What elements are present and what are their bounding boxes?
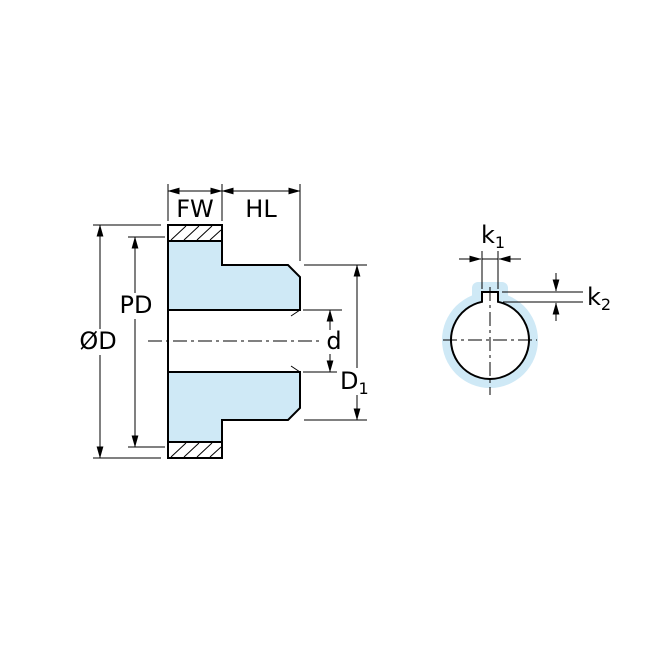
face-width-label: FW xyxy=(176,195,214,223)
gear-lower-body xyxy=(167,371,301,443)
keyway-width-label: k1 xyxy=(481,221,505,252)
hub-diameter-label: D1 xyxy=(340,367,369,398)
keyway-depth-dimension: k2 xyxy=(502,273,617,321)
hub-length-label: HL xyxy=(245,195,277,223)
bore-label-bg xyxy=(323,330,346,354)
bore-extension-lines xyxy=(303,309,342,373)
pitch-diameter-label: PD xyxy=(120,291,153,319)
tooth-section-bottom xyxy=(167,441,223,459)
hub-dimension: D1 xyxy=(304,264,375,421)
tooth-section-top xyxy=(167,224,223,242)
bore-diameter-label: d xyxy=(326,327,341,355)
bore-chamfer-ticks xyxy=(290,309,301,373)
od-dimension: ØD xyxy=(77,224,161,459)
hub-label-bg xyxy=(337,368,375,395)
od-label-bg xyxy=(77,329,119,355)
keyway-width-dimension: k1 xyxy=(459,221,521,289)
keyway-depth-label: k2 xyxy=(587,283,611,314)
pd-extension-lines xyxy=(128,236,165,448)
outside-diameter-label: ØD xyxy=(79,327,116,355)
bore-dimension: d xyxy=(303,309,346,373)
bore-with-keyway xyxy=(450,291,530,380)
pd-label-bg xyxy=(118,293,155,319)
od-extension-lines xyxy=(93,224,161,459)
k1-extension-lines xyxy=(481,251,499,289)
tooth-hatch-bottom xyxy=(170,442,222,458)
section-view: FW HL ØD PD d D1 xyxy=(77,184,375,459)
gear-upper-body xyxy=(167,240,301,311)
k2-label-bg xyxy=(583,283,617,311)
pd-dimension: PD xyxy=(118,236,165,448)
fw-hl-dimension: FW HL xyxy=(167,184,301,261)
tooth-hatch-top xyxy=(170,225,222,241)
front-view: k1 k2 xyxy=(442,221,617,395)
